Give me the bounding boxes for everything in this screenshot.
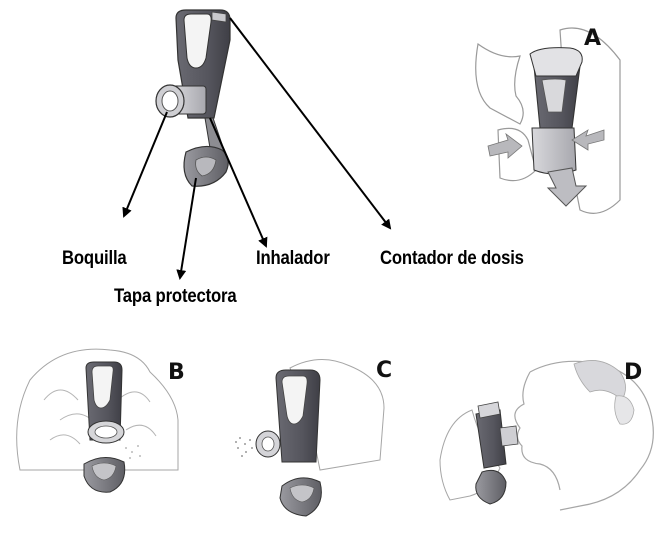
arrow-inhaler <box>209 117 268 248</box>
arrow-dose-counter <box>229 17 392 230</box>
label-arrows <box>122 17 392 280</box>
step-letter-b: B <box>168 360 185 385</box>
panel-c-illustration <box>235 358 385 517</box>
panel-b-illustration <box>16 348 179 493</box>
panel-a-illustration <box>475 27 621 214</box>
arrow-mouthpiece <box>122 111 168 218</box>
arrow-protective-cap <box>176 177 197 280</box>
step-letter-a: A <box>584 26 602 51</box>
step-letter-c: C <box>376 358 393 383</box>
main-inhaler <box>155 9 231 187</box>
step-letter-d: D <box>624 360 643 385</box>
panel-d-illustration <box>439 360 654 511</box>
label-inhaler: Inhalador <box>256 248 330 269</box>
label-protective-cap: Tapa protectora <box>114 286 237 307</box>
label-mouthpiece: Boquilla <box>62 248 127 269</box>
label-dose-counter: Contador de dosis <box>380 248 524 269</box>
